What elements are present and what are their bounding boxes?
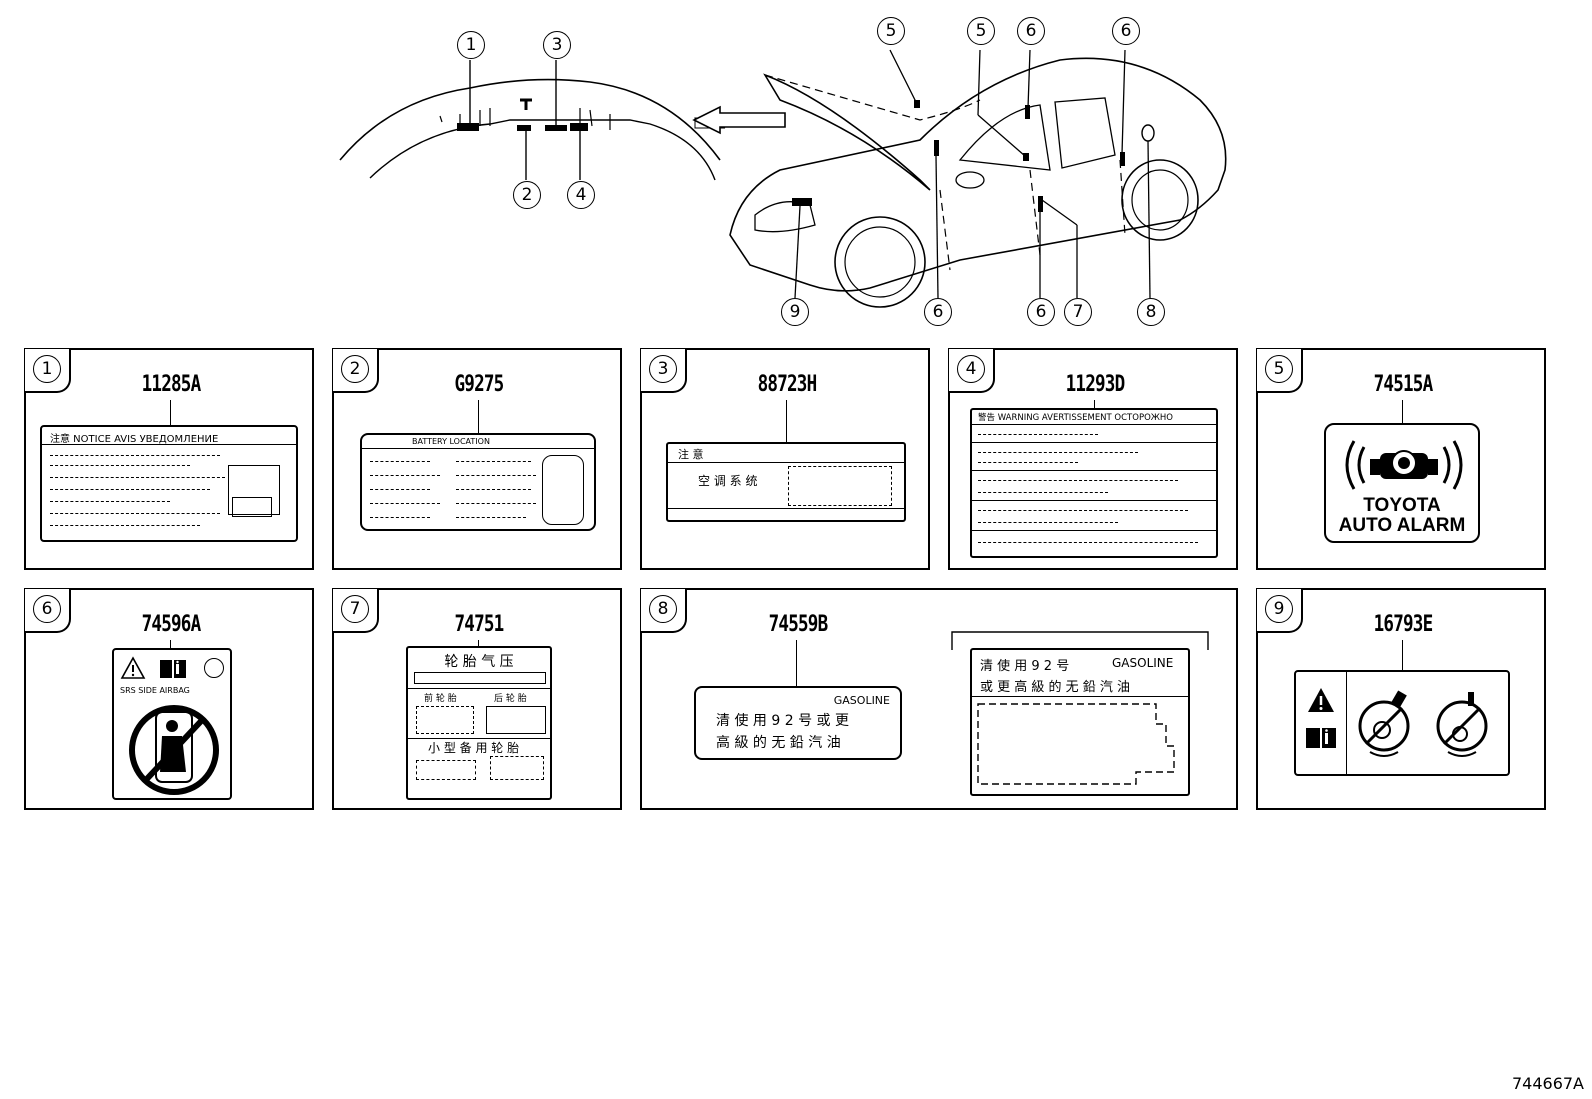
callout-6a: 6 (1017, 17, 1045, 45)
label-header: BATTERY LOCATION (412, 437, 490, 446)
label-header: 注 意 (678, 448, 704, 461)
label-74596A: SRS SIDE AIRBAG (112, 648, 232, 800)
fuel-line-1: 清 使 用 9 2 号 或 更 (716, 713, 849, 729)
label-74751: 轮 胎 气 压 前 轮 胎 后 轮 胎 小 型 备 用 轮 胎 (406, 646, 552, 800)
label-74515A: TOYOTA AUTO ALARM (1324, 423, 1480, 543)
callout-5a: 5 (877, 17, 905, 45)
warning-icon (1308, 688, 1334, 712)
label-74559B-large: 清 使 用 9 2 号 GASOLINE 或 更 高 級 的 无 鉛 汽 油 (970, 648, 1190, 796)
tire-title: 轮 胎 气 压 (444, 654, 514, 670)
panel-8: 8 74559B GASOLINE 清 使 用 9 2 号 或 更 高 級 的 … (640, 588, 1238, 810)
fuel-line-2: 高 級 的 无 鉛 汽 油 (716, 735, 841, 751)
panel-number: 9 (1257, 589, 1303, 633)
panel-2: 2 G9275 BATTERY LOCATION (332, 348, 622, 570)
no-spray-icon (1358, 690, 1410, 757)
no-spray-icon-2 (1436, 692, 1488, 757)
part-number: 11293D (1065, 372, 1126, 397)
bracket (951, 631, 1209, 650)
part-number: G9275 (454, 372, 505, 397)
part-number: 74559B (768, 612, 829, 637)
panel-number: 4 (949, 349, 995, 393)
panel-number: 3 (641, 349, 687, 393)
callout-9: 9 (781, 298, 809, 326)
callout-6d: 6 (1027, 298, 1055, 326)
label-88723H: 注 意 空 调 系 统 (666, 442, 906, 522)
panel-4: 4 11293D 警告 WARNING AVERTISSEMENT OCTOPO… (948, 348, 1238, 570)
callout-4: 4 (567, 181, 595, 209)
callout-3: 3 (543, 31, 571, 59)
callout-1: 1 (457, 31, 485, 59)
panel-7: 7 74751 轮 胎 气 压 前 轮 胎 后 轮 胎 小 型 备 用 轮 胎 (332, 588, 622, 810)
label-74559B-small: GASOLINE 清 使 用 9 2 号 或 更 高 級 的 无 鉛 汽 油 (694, 686, 902, 760)
alarm-line-1: TOYOTA (1363, 495, 1441, 516)
gasoline-text: GASOLINE (833, 694, 890, 707)
manual-icon (160, 660, 186, 678)
callout-6b: 6 (1112, 17, 1140, 45)
callout-5b: 5 (967, 17, 995, 45)
panel-number: 6 (25, 589, 71, 633)
panel-number: 7 (333, 589, 379, 633)
panel-9: 9 16793E (1256, 588, 1546, 810)
panel-5: 5 74515A TOYOTA AUTO ALARM (1256, 348, 1546, 570)
panel-1: 1 11285A 注意 NOTICE AVIS УВЕДОМЛЕНИЕ (24, 348, 314, 570)
panel-number: 5 (1257, 349, 1303, 393)
no-child-seat-icon (129, 705, 219, 795)
rear-tire-label: 后 轮 胎 (494, 694, 527, 704)
panel-number: 8 (641, 589, 687, 633)
label-header: 警告 WARNING AVERTISSEMENT OCTOPOЖHO (978, 413, 1173, 423)
label-16793E (1294, 670, 1510, 776)
label-G9275: BATTERY LOCATION (360, 433, 596, 531)
car-illustration (729, 49, 1227, 308)
front-tire-label: 前 轮 胎 (424, 694, 457, 704)
airbag-text: SRS SIDE AIRBAG (120, 686, 190, 695)
part-number: 74751 (454, 612, 505, 637)
alarm-siren-icon (1345, 440, 1463, 490)
fuel-line-r1: 清 使 用 9 2 号 (980, 659, 1070, 674)
direction-arrow-icon (692, 105, 786, 135)
panel-3: 3 88723H 注 意 空 调 系 统 (640, 348, 930, 570)
label-11285A: 注意 NOTICE AVIS УВЕДОМЛЕНИЕ (40, 425, 298, 542)
gasoline-text-r: GASOLINE (1112, 656, 1174, 670)
fuel-line-r2: 或 更 高 級 的 无 鉛 汽 油 (980, 680, 1131, 695)
drawing-code: 744667A (1511, 1074, 1584, 1093)
manual-icon (1306, 728, 1336, 748)
part-number: 16793E (1373, 612, 1434, 637)
label-11293D: 警告 WARNING AVERTISSEMENT OCTOPOЖHO (970, 408, 1218, 558)
alarm-line-2: AUTO ALARM (1338, 515, 1466, 536)
callout-7: 7 (1064, 298, 1092, 326)
warning-icon (120, 656, 146, 679)
label-header: 注意 NOTICE AVIS УВЕДОМЛЕНИЕ (50, 434, 219, 445)
part-number: 74515A (1373, 372, 1434, 397)
callout-8: 8 (1137, 298, 1165, 326)
circle-icon (204, 658, 224, 678)
part-number: 88723H (757, 372, 818, 397)
panel-number: 1 (25, 349, 71, 393)
callout-6c: 6 (924, 298, 952, 326)
label-text: 空 调 系 统 (698, 474, 758, 488)
callout-2: 2 (513, 181, 541, 209)
spare-tire-label: 小 型 备 用 轮 胎 (428, 741, 520, 755)
part-number: 74596A (141, 612, 202, 637)
panel-6: 6 74596A SRS SIDE AIRBAG (24, 588, 314, 810)
part-number: 11285A (141, 372, 202, 397)
panel-number: 2 (333, 349, 379, 393)
